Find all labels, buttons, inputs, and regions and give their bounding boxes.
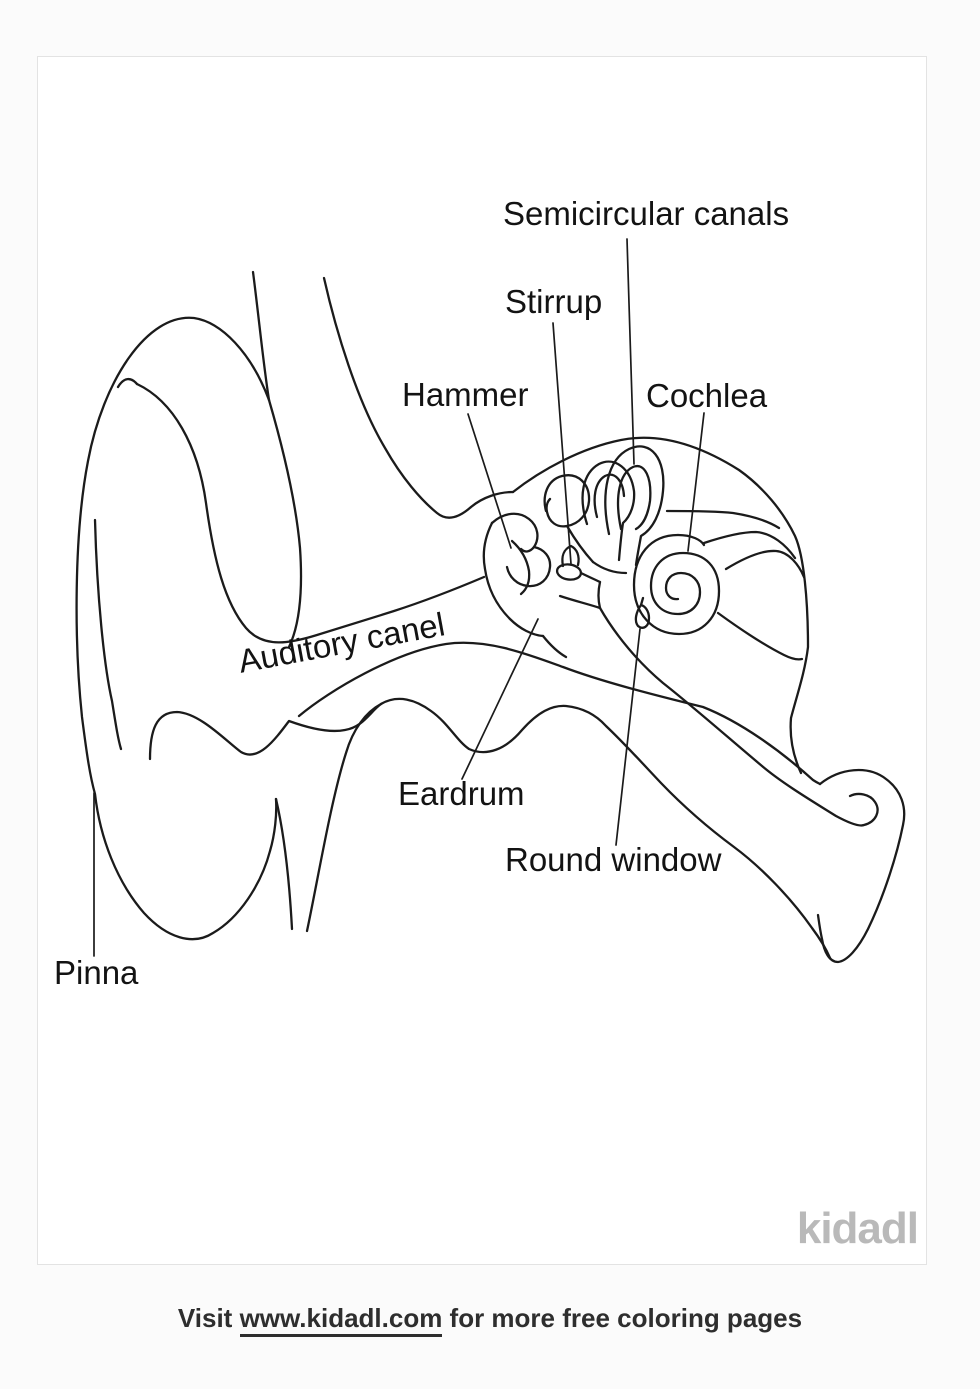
posterior-canal-inner bbox=[616, 464, 652, 531]
label-semicircular-canals: Semicircular canals bbox=[503, 195, 790, 232]
incus-squiggle-path bbox=[519, 545, 536, 553]
kidadl-watermark: kidadl bbox=[796, 1204, 919, 1253]
label-eardrum: Eardrum bbox=[398, 775, 525, 812]
stapes-arch-path bbox=[561, 544, 580, 568]
label-pinna: Pinna bbox=[54, 954, 139, 991]
kidadl-url-link[interactable]: www.kidadl.com bbox=[239, 1303, 443, 1337]
printable-page bbox=[37, 56, 927, 1265]
pinna-outline-path bbox=[75, 316, 278, 941]
head-line-front bbox=[251, 270, 271, 402]
superior-canal-inner bbox=[593, 473, 626, 519]
inner-ear-dome-path bbox=[511, 436, 810, 775]
leader-stirrup bbox=[552, 322, 572, 565]
vestibule-link-1 bbox=[591, 560, 628, 575]
superior-canal-outer bbox=[581, 460, 636, 562]
antihelix-hook-path bbox=[116, 377, 139, 389]
vestibule-link-2 bbox=[597, 580, 602, 610]
malleus-head-path bbox=[490, 512, 552, 588]
posterior-canal-outer bbox=[604, 445, 665, 567]
bone-club-path bbox=[816, 768, 906, 964]
cochlea-base-link-path bbox=[716, 611, 804, 661]
canal-upper-wall-path bbox=[135, 382, 486, 644]
leader-eardrum bbox=[461, 618, 539, 780]
notch-right-path bbox=[305, 702, 383, 933]
eardrum-outline-path bbox=[482, 521, 545, 638]
nerve-line-1 bbox=[665, 509, 781, 530]
label-cochlea: Cochlea bbox=[646, 377, 768, 414]
leader-hammer bbox=[467, 413, 512, 549]
lateral-canal-curl bbox=[543, 474, 591, 528]
footer-note: Visit www.kidadl.com for more free color… bbox=[0, 1303, 980, 1337]
footer-suffix: for more free coloring pages bbox=[442, 1303, 803, 1333]
helix-inner-rim-path bbox=[93, 518, 123, 751]
nerve-line-2 bbox=[702, 530, 797, 560]
tube-crease-path bbox=[598, 606, 879, 827]
round-window-shape bbox=[634, 596, 651, 629]
middle-ear-wall-path bbox=[541, 634, 568, 659]
label-stirrup: Stirrup bbox=[505, 283, 603, 320]
tragus-edge-path bbox=[267, 398, 303, 649]
tube-top-line-path bbox=[297, 641, 822, 786]
nerve-line-3 bbox=[724, 549, 806, 579]
stapes-wall-path bbox=[558, 594, 602, 610]
label-round-window: Round window bbox=[505, 841, 722, 878]
notch-left-path bbox=[274, 797, 294, 931]
head-line-back bbox=[322, 276, 515, 519]
cochlea-spiral-path bbox=[632, 533, 721, 636]
leader-semicircular-canals bbox=[626, 238, 635, 465]
stapes-link-path bbox=[579, 571, 602, 584]
label-hammer: Hammer bbox=[402, 376, 529, 413]
leader-round-window bbox=[615, 628, 641, 846]
footer-prefix: Visit bbox=[177, 1303, 240, 1333]
malleus-handle-path bbox=[510, 539, 531, 596]
leader-cochlea bbox=[687, 412, 705, 552]
cochlea-opening-path bbox=[676, 533, 706, 547]
